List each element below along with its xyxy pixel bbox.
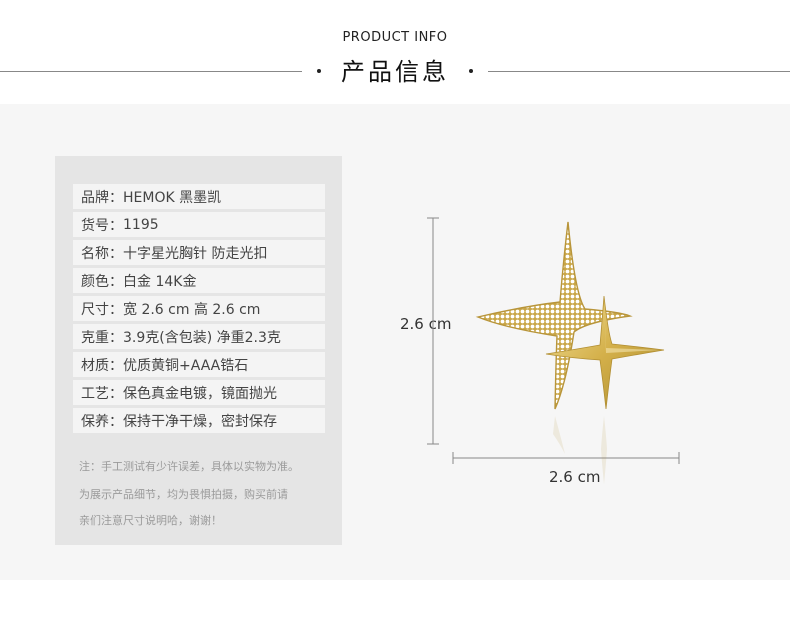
spec-row-color: 颜色：白金 14K金 <box>73 268 325 293</box>
product-info-panel: 品牌：HEMOK 黑墨凯 货号：1195 名称：十字星光胸针 防走光扣 颜色：白… <box>0 104 790 580</box>
spec-table: 品牌：HEMOK 黑墨凯 货号：1195 名称：十字星光胸针 防走光扣 颜色：白… <box>55 156 342 545</box>
reflection-icon <box>553 416 607 484</box>
width-dimension-line <box>452 452 680 464</box>
spec-value: 保持干净干燥，密封保存 <box>123 413 277 430</box>
header-dot-left <box>317 69 321 73</box>
spec-value: 宽 2.6 cm 高 2.6 cm <box>123 301 261 318</box>
product-illustration <box>427 217 680 484</box>
spec-row-brand: 品牌：HEMOK 黑墨凯 <box>73 184 325 209</box>
spec-label: 货号： <box>81 217 123 234</box>
spec-label: 名称： <box>81 245 123 262</box>
spec-value: 优质黄铜+AAA锆石 <box>123 357 249 374</box>
note-line: 亲们注意尺寸说明哈，谢谢！ <box>79 514 222 527</box>
spec-value: 1195 <box>123 216 159 233</box>
spec-label: 颜色： <box>81 273 123 290</box>
spec-value: HEMOK 黑墨凯 <box>123 189 222 206</box>
header-dot-right <box>469 69 473 73</box>
spec-label: 品牌： <box>81 189 123 206</box>
spec-label: 工艺： <box>81 385 123 402</box>
spec-label: 克重： <box>81 329 123 346</box>
spec-row-sku: 货号：1195 <box>73 212 325 237</box>
page-header: PRODUCT INFO 产品信息 <box>0 0 790 104</box>
spec-value: 十字星光胸针 防走光扣 <box>123 245 268 262</box>
header-title-zh: 产品信息 <box>341 58 449 86</box>
gold-star-icon <box>545 295 665 410</box>
spec-row-material: 材质：优质黄铜+AAA锆石 <box>73 352 325 377</box>
pave-star-icon <box>475 221 633 410</box>
spec-value: 白金 14K金 <box>123 273 197 290</box>
height-dimension-label: 2.6 cm <box>400 315 452 333</box>
header-divider-left <box>0 71 302 72</box>
note-line: 为展示产品细节，均为畏惧拍摄，购买前请 <box>79 488 288 501</box>
spec-label: 尺寸： <box>81 301 123 318</box>
header-title-en: PRODUCT INFO <box>342 30 448 45</box>
header-divider-right <box>488 71 790 72</box>
spec-value: 3.9克(含包装) 净重2.3克 <box>123 329 281 346</box>
spec-row-name: 名称：十字星光胸针 防走光扣 <box>73 240 325 265</box>
spec-row-craft: 工艺：保色真金电镀，镜面抛光 <box>73 380 325 405</box>
spec-row-weight: 克重：3.9克(含包装) 净重2.3克 <box>73 324 325 349</box>
height-dimension-line <box>427 217 439 445</box>
spec-row-size: 尺寸：宽 2.6 cm 高 2.6 cm <box>73 296 325 321</box>
spec-label: 材质： <box>81 357 123 374</box>
note-line: 注：手工测试有少许误差，具体以实物为准。 <box>79 460 299 473</box>
spec-row-care: 保养：保持干净干燥，密封保存 <box>73 408 325 433</box>
spec-label: 保养： <box>81 413 123 430</box>
width-dimension-label: 2.6 cm <box>549 468 601 486</box>
spec-value: 保色真金电镀，镜面抛光 <box>123 385 277 402</box>
